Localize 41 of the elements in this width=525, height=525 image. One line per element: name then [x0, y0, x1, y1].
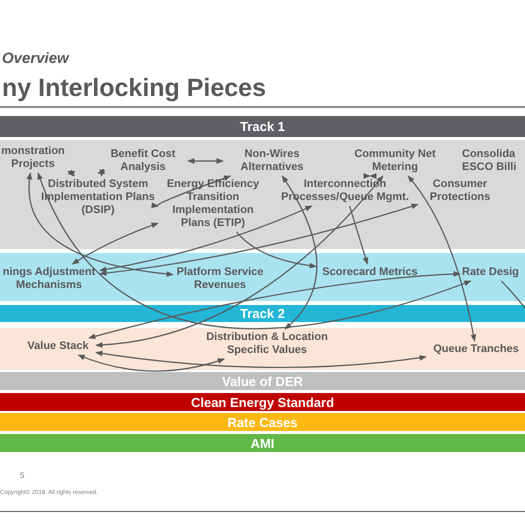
- track-title: AMI: [250, 436, 274, 450]
- topic-label: Consumer Protections: [420, 178, 500, 204]
- connector-arrow: [364, 173, 376, 179]
- topic-label: Queue Tranches: [428, 343, 524, 356]
- connector-arrow: [95, 175, 384, 348]
- topic-label: Community Net Metering: [350, 148, 440, 174]
- connector-arrow: [78, 354, 225, 372]
- subtitle: Overview: [2, 50, 69, 67]
- slide-title: ny Interlocking Pieces: [2, 74, 266, 103]
- connector-arrow: [408, 175, 476, 342]
- track-title: Track 1: [240, 119, 285, 134]
- connector-arrow: [97, 168, 105, 177]
- connector-arrow: [99, 204, 419, 276]
- topic-label: Scorecard Metrics: [318, 266, 422, 279]
- track-title: Value of DER: [222, 374, 303, 388]
- topic-label: Energy Efficiency Transition Implementation Plans (ETIP): [160, 178, 266, 230]
- topic-label: Value Stack: [22, 340, 94, 353]
- connector-arrow: [99, 205, 312, 272]
- connector-arrow: [236, 232, 317, 268]
- topic-label: Consolida ESCO Billi: [462, 148, 524, 174]
- topic-label: nings Adjustment Mechanisms: [0, 266, 98, 292]
- topic-label: Platform Service Revenues: [175, 266, 265, 292]
- connector-arrow: [282, 175, 318, 330]
- connector-arrow: [88, 271, 461, 340]
- track-title: Rate Cases: [227, 414, 298, 430]
- topic-label: Distribution & Location Specific Values: [200, 331, 334, 357]
- connector-arrow: [187, 158, 224, 164]
- connector-arrow: [150, 175, 232, 206]
- track-title: Clean Energy Standard: [190, 394, 334, 410]
- topic-label: Benefit Cost Analysis: [100, 148, 186, 174]
- connector-arrow: [349, 206, 368, 265]
- page-number: 5: [20, 471, 24, 480]
- topic-label: Non-Wires Alternatives: [225, 148, 319, 174]
- connector-arrow: [95, 350, 427, 368]
- connector-arrow: [67, 170, 76, 176]
- connector-arrow: [26, 172, 174, 277]
- connector-arrow: [72, 222, 159, 264]
- topic-label: Rate Desig: [462, 266, 524, 279]
- connector-arrow: [38, 172, 472, 330]
- topic-label: monstration Projects: [0, 145, 66, 171]
- track-title: Track 2: [240, 306, 285, 321]
